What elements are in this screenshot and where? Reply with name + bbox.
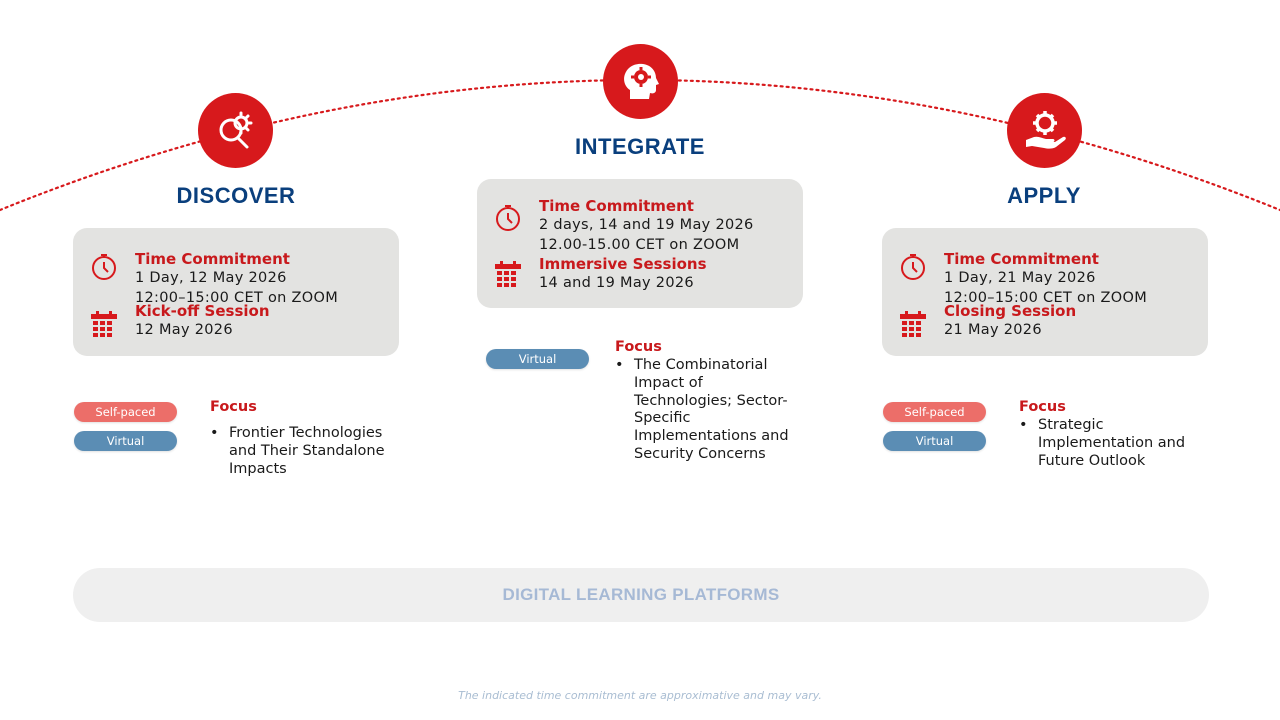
time-commitment-label: Time Commitment bbox=[539, 197, 694, 215]
session-date: 12 May 2026 bbox=[135, 322, 233, 338]
phase-title-discover: DISCOVER bbox=[176, 183, 296, 208]
phase-title-integrate: INTEGRATE bbox=[575, 134, 705, 159]
virtual-badge: Virtual bbox=[883, 431, 986, 451]
discover-info-card: Time Commitment 1 Day, 12 May 2026 12:00… bbox=[73, 228, 399, 356]
self-paced-badge: Self-paced bbox=[74, 402, 177, 422]
focus-list: The Combinatorial Impact of Technologies… bbox=[615, 357, 800, 464]
virtual-badge: Virtual bbox=[74, 431, 177, 451]
focus-list: Frontier Technologies and Their Standalo… bbox=[210, 425, 400, 478]
focus-heading: Focus bbox=[210, 399, 257, 415]
stopwatch-icon bbox=[493, 203, 523, 233]
time-commitment-hours: 12:00–15:00 CET on ZOOM bbox=[944, 289, 1148, 306]
calendar-icon bbox=[493, 259, 523, 289]
calendar-icon bbox=[89, 309, 119, 339]
session-label: Closing Session bbox=[944, 302, 1077, 320]
footnote: The indicated time commitment are approx… bbox=[458, 689, 822, 702]
head-gear-icon bbox=[603, 44, 678, 119]
focus-item: Strategic Implementation and Future Outl… bbox=[1019, 417, 1199, 470]
phase-title-apply: APPLY bbox=[1007, 183, 1081, 208]
calendar-icon bbox=[898, 309, 928, 339]
session-date: 14 and 19 May 2026 bbox=[539, 275, 694, 291]
self-paced-badge: Self-paced bbox=[883, 402, 986, 422]
time-commitment-days: 2 days, 14 and 19 May 2026 bbox=[539, 217, 754, 233]
virtual-badge: Virtual bbox=[486, 349, 589, 369]
stopwatch-icon bbox=[89, 252, 119, 282]
session-date: 21 May 2026 bbox=[944, 322, 1042, 338]
time-commitment-label: Time Commitment bbox=[944, 250, 1099, 268]
focus-list: Strategic Implementation and Future Outl… bbox=[1019, 417, 1199, 470]
session-label: Kick-off Session bbox=[135, 302, 270, 320]
focus-heading: Focus bbox=[615, 339, 662, 355]
focus-item: The Combinatorial Impact of Technologies… bbox=[615, 357, 800, 464]
time-commitment-days: 1 Day, 21 May 2026 bbox=[944, 270, 1096, 286]
stopwatch-icon bbox=[898, 252, 928, 282]
integrate-info-card: Time Commitment 2 days, 14 and 19 May 20… bbox=[477, 179, 803, 308]
digital-learning-platforms-bar: DIGITAL LEARNING PLATFORMS bbox=[73, 568, 1209, 622]
focus-item: Frontier Technologies and Their Standalo… bbox=[210, 425, 400, 478]
focus-heading: Focus bbox=[1019, 399, 1066, 415]
apply-info-card: Time Commitment 1 Day, 21 May 2026 12:00… bbox=[882, 228, 1208, 356]
time-commitment-days: 1 Day, 12 May 2026 bbox=[135, 270, 287, 286]
search-gears-icon bbox=[198, 93, 273, 168]
time-commitment-hours: 12:00–15:00 CET on ZOOM bbox=[135, 289, 339, 306]
time-commitment-hours: 12.00-15.00 CET on ZOOM bbox=[539, 236, 740, 253]
hand-gear-icon bbox=[1007, 93, 1082, 168]
time-commitment-label: Time Commitment bbox=[135, 250, 290, 268]
session-label: Immersive Sessions bbox=[539, 255, 707, 273]
